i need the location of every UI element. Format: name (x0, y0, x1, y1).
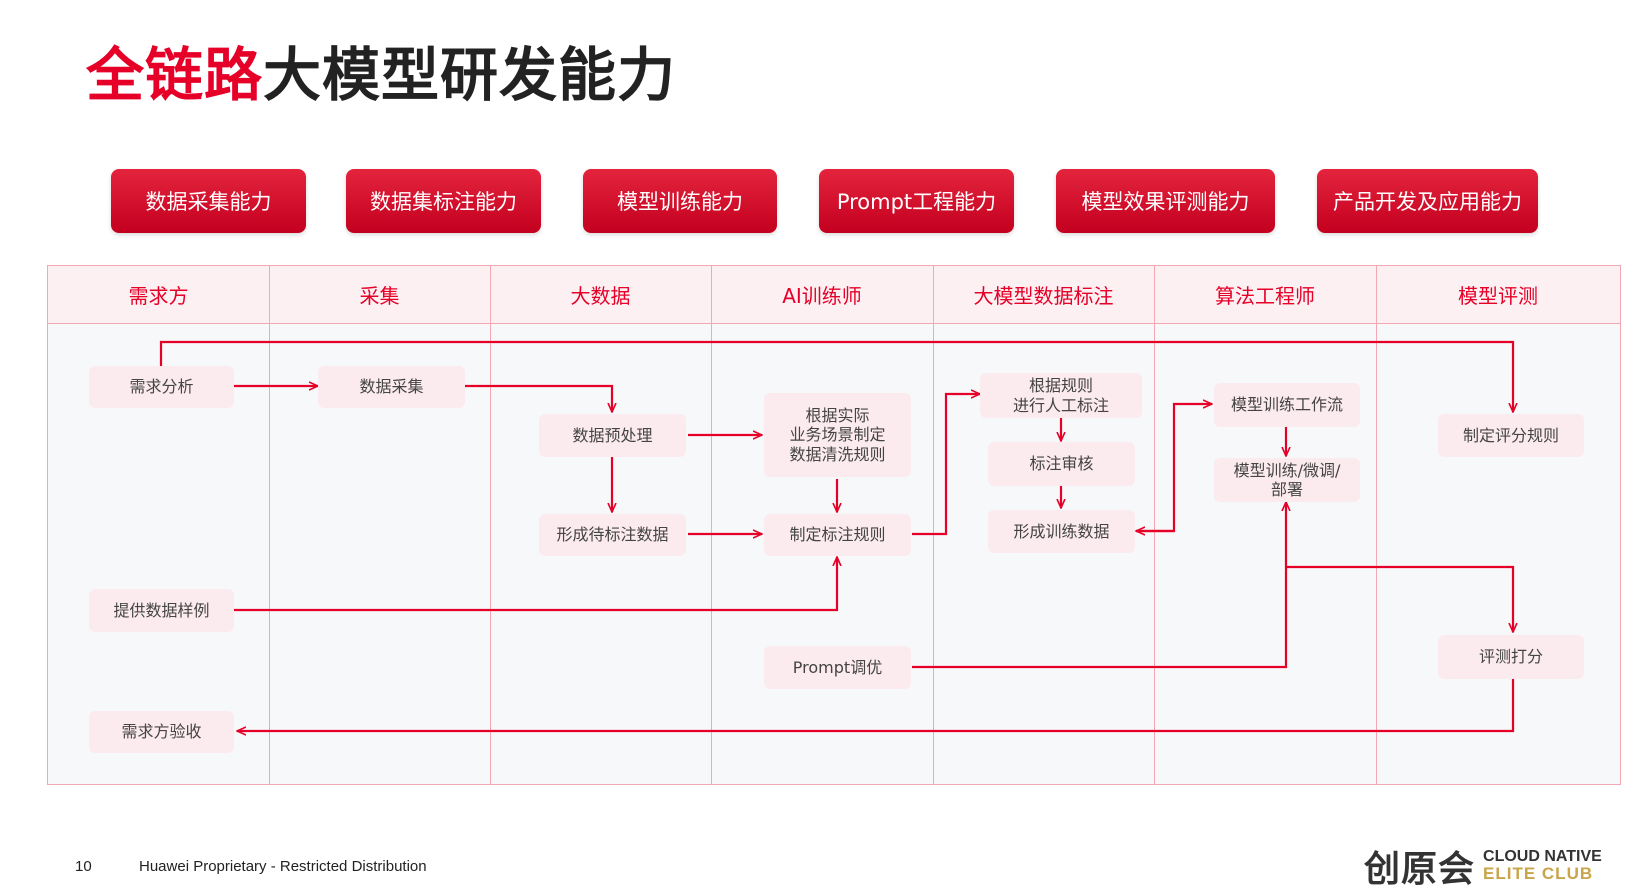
arrow-collect-to-preprocess (465, 384, 612, 412)
node-manual-annotation: 根据规则 进行人工标注 (980, 373, 1142, 418)
title-highlight: 全链路 (86, 41, 264, 109)
node-requirement-analysis: 需求分析 (89, 366, 234, 408)
capability-button-product-development[interactable]: 产品开发及应用能力 (1317, 169, 1538, 233)
arrow-traindata-to-workflow (1136, 404, 1212, 533)
capability-button-model-training[interactable]: 模型训练能力 (583, 169, 777, 233)
column-divider (933, 266, 934, 784)
arrow-req-to-scoring (159, 340, 1513, 412)
node-data-to-annotate: 形成待标注数据 (539, 514, 686, 556)
column-header-ai-trainer: AI训练师 (782, 284, 862, 308)
capability-button-model-evaluation[interactable]: 模型效果评测能力 (1056, 169, 1275, 233)
title-rest: 大模型研发能力 (263, 41, 677, 109)
node-data-collection: 数据采集 (318, 366, 465, 408)
column-divider (711, 266, 712, 784)
swimlane-header (48, 266, 1620, 324)
node-requirement-acceptance: 需求方验收 (89, 711, 234, 753)
node-train-tune-deploy: 模型训练/微调/ 部署 (1214, 458, 1360, 502)
page-number: 10 (75, 858, 92, 875)
logo-chinese: 创原会 (1364, 849, 1476, 890)
arrow-samples-to-labelrules (234, 557, 837, 612)
column-divider (490, 266, 491, 784)
arrow-labelrules-to-manual (912, 394, 980, 536)
node-annotation-review: 标注审核 (988, 442, 1135, 486)
column-divider (269, 266, 270, 784)
arrow-prompt-to-train (912, 502, 1286, 669)
node-data-preprocessing: 数据预处理 (539, 414, 686, 457)
node-cleaning-rules: 根据实际 业务场景制定 数据清洗规则 (764, 393, 911, 477)
column-header-annotation: 大模型数据标注 (973, 284, 1114, 308)
logo-english: CLOUD NATIVE ELITE CLUB (1483, 847, 1602, 884)
node-provide-samples: 提供数据样例 (89, 589, 234, 632)
logo-line-2: ELITE CLUB (1483, 864, 1594, 884)
capability-button-prompt-engineering[interactable]: Prompt工程能力 (819, 169, 1014, 233)
column-header-big-data: 大数据 (570, 284, 631, 308)
club-logo: 创原会 CLOUD NATIVE ELITE CLUB (1364, 840, 1602, 892)
node-prompt-tuning: Prompt调优 (764, 646, 911, 689)
node-annotation-rules: 制定标注规则 (764, 514, 911, 556)
column-divider (1154, 266, 1155, 784)
column-header-model-evaluation: 模型评测 (1458, 284, 1538, 308)
node-scoring-rules: 制定评分规则 (1438, 414, 1584, 457)
footer-text: Huawei Proprietary - Restricted Distribu… (139, 858, 427, 875)
column-header-collection: 采集 (359, 284, 400, 308)
logo-line-1: CLOUD NATIVE (1483, 847, 1602, 865)
node-evaluation-scoring: 评测打分 (1438, 635, 1584, 679)
arrow-train-to-eval (1286, 565, 1513, 632)
node-training-workflow: 模型训练工作流 (1214, 383, 1360, 427)
column-header-demander: 需求方 (128, 284, 189, 308)
capability-button-data-collection[interactable]: 数据采集能力 (111, 169, 306, 233)
page-title: 全链路大模型研发能力 (86, 46, 676, 104)
capability-button-dataset-annotation[interactable]: 数据集标注能力 (346, 169, 541, 233)
arrow-eval-to-acceptance (237, 679, 1515, 731)
node-training-data: 形成训练数据 (988, 510, 1135, 553)
column-divider (1376, 266, 1377, 784)
column-header-algorithm-engineer: 算法工程师 (1215, 284, 1315, 308)
